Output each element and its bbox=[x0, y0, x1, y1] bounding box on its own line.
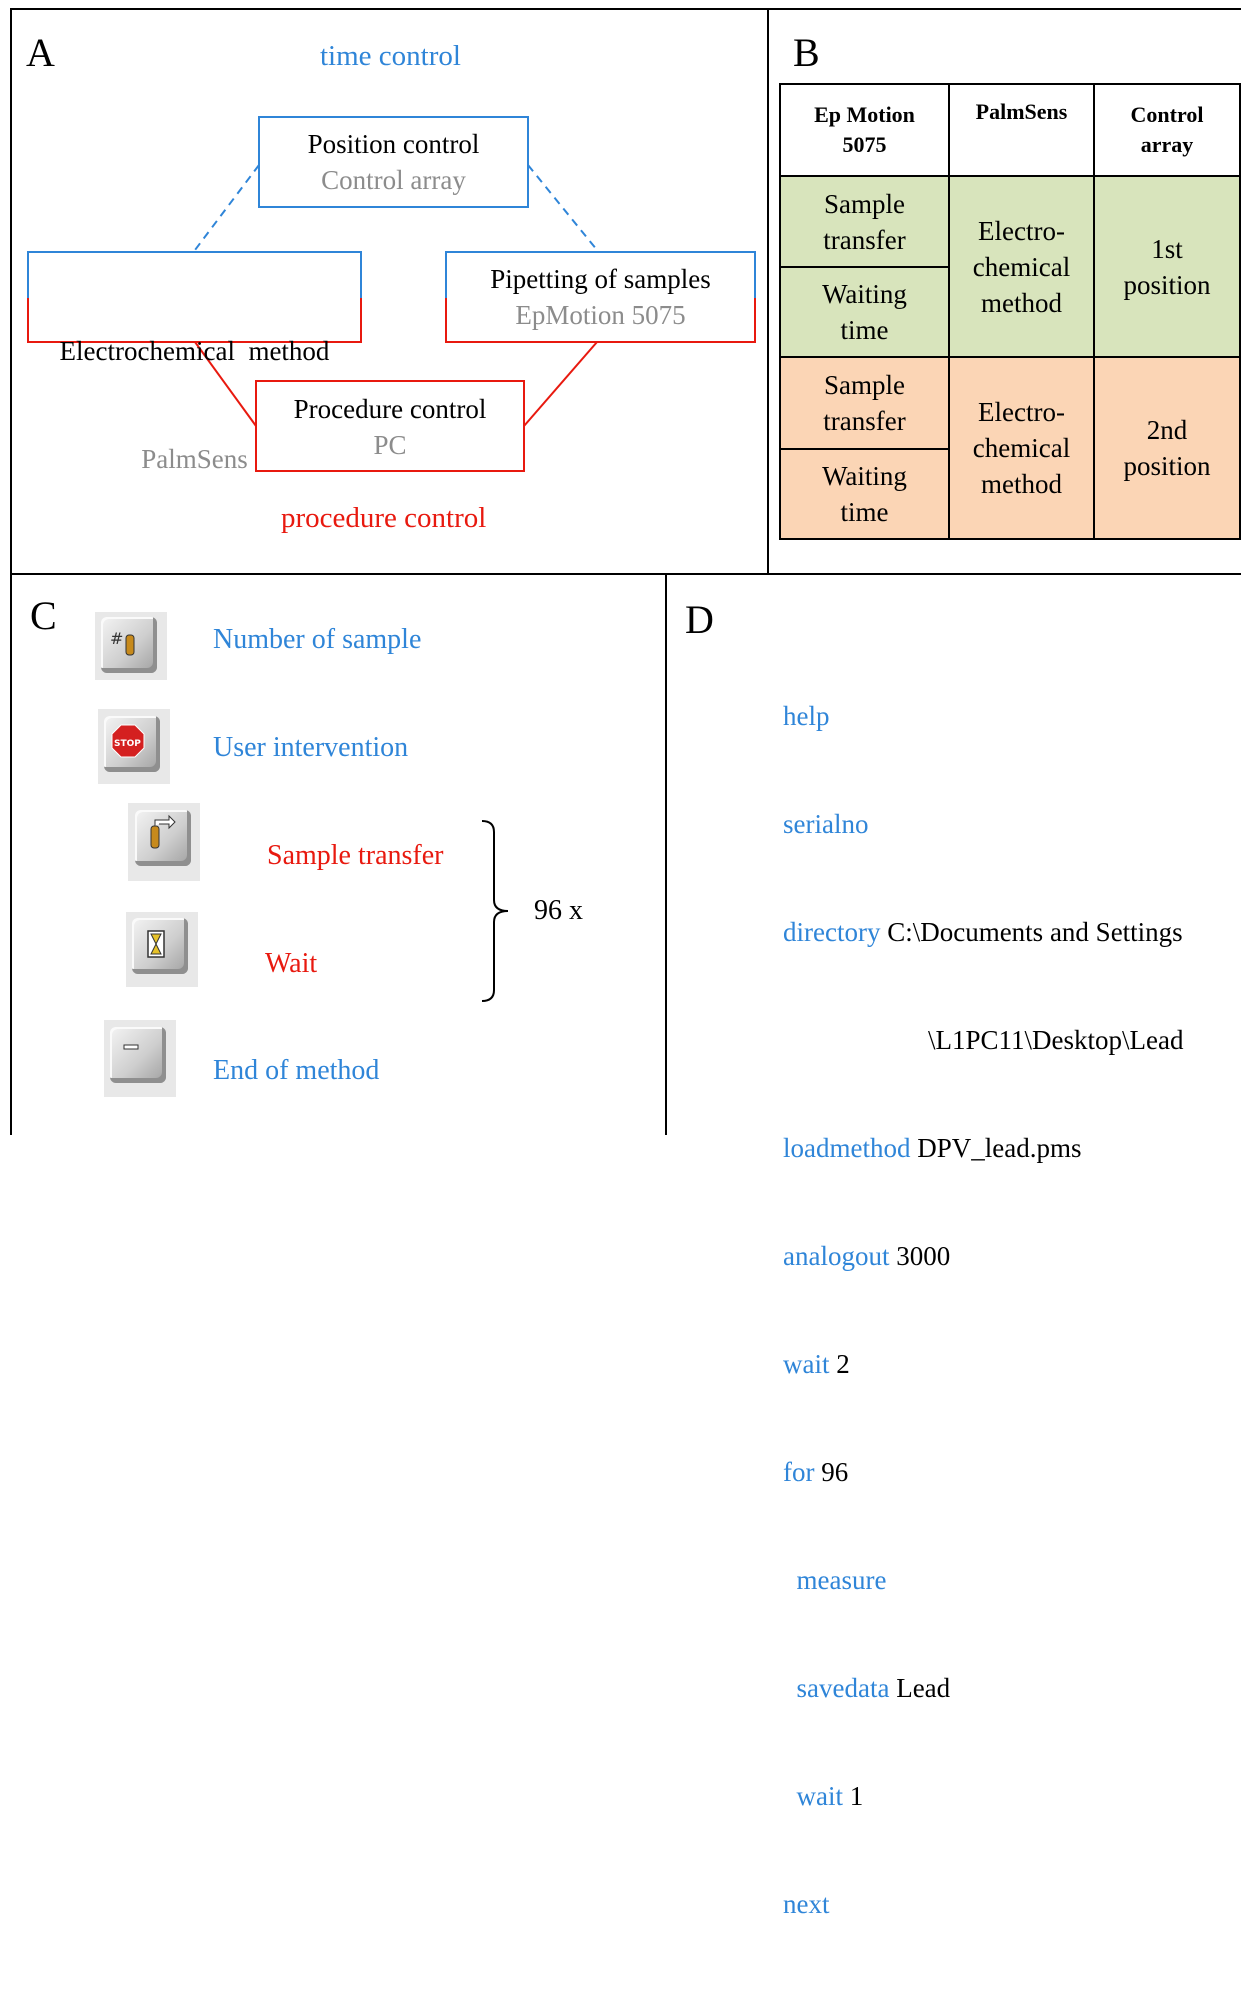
svg-text:STOP: STOP bbox=[114, 739, 141, 749]
script-argument: C:\Documents and Settings bbox=[880, 917, 1183, 947]
procedure-box-outline bbox=[255, 380, 525, 472]
g1-sample-transfer: Sample transfer bbox=[779, 175, 950, 268]
red-connector-right bbox=[523, 341, 598, 427]
script-command: measure bbox=[783, 1565, 887, 1595]
cd-divider bbox=[665, 573, 667, 1135]
script-command: wait bbox=[783, 1781, 844, 1811]
script-argument: Lead bbox=[889, 1673, 951, 1703]
number-of-sample-label: Number of sample bbox=[213, 624, 422, 655]
electro-box-title: Electrochemical method bbox=[59, 336, 330, 366]
script-listing: help serialno directory C:\Documents and… bbox=[783, 626, 1183, 1994]
loop-bracket bbox=[481, 820, 509, 1002]
pipetting-box-title: Pipetting of samples bbox=[490, 264, 711, 294]
position-box-title: Position control bbox=[307, 129, 480, 159]
script-line: directory C:\Documents and Settings bbox=[783, 914, 1183, 950]
script-command: analogout bbox=[783, 1241, 890, 1271]
stop-icon: STOP bbox=[104, 716, 160, 772]
script-command: help bbox=[783, 701, 830, 731]
script-command: loadmethod bbox=[783, 1133, 911, 1163]
script-line: analogout 3000 bbox=[783, 1238, 1183, 1274]
sample-transfer-glyph bbox=[150, 814, 176, 849]
script-line: next bbox=[783, 1886, 1183, 1922]
header-control-array: Control array bbox=[1093, 83, 1241, 177]
script-line: wait 2 bbox=[783, 1346, 1183, 1382]
position-box-outline bbox=[258, 116, 529, 208]
position-control-box: Position control Control array bbox=[259, 126, 528, 198]
g2-method: Electro-chemical method bbox=[948, 356, 1095, 540]
pipetting-box-blue-edge bbox=[445, 251, 756, 298]
svg-text:#: # bbox=[110, 629, 123, 648]
procedure-box-title: Procedure control bbox=[293, 394, 487, 424]
header-ep-motion: Ep Motion 5075 bbox=[779, 83, 950, 177]
ab-divider bbox=[767, 8, 769, 574]
script-command: for bbox=[783, 1457, 815, 1487]
script-line: serialno bbox=[783, 806, 1183, 842]
script-command: wait bbox=[783, 1349, 830, 1379]
script-argument: \L1PC11\Desktop\Lead bbox=[928, 1025, 1184, 1055]
script-argument: 1 bbox=[843, 1781, 864, 1811]
electro-box-subtitle: PalmSens bbox=[141, 444, 248, 474]
wait-label: Wait bbox=[265, 948, 318, 979]
panel-b-letter: B bbox=[793, 30, 820, 75]
end-of-method-label: End of method bbox=[213, 1055, 380, 1086]
electro-box-blue-edge bbox=[27, 251, 362, 298]
procedure-control-label: procedure control bbox=[281, 502, 487, 534]
header-palmsens: PalmSens bbox=[948, 83, 1095, 177]
script-command: next bbox=[783, 1889, 830, 1919]
end-of-method-icon bbox=[110, 1027, 166, 1083]
pipetting-box-red-edge bbox=[445, 298, 756, 343]
script-argument: 2 bbox=[829, 1349, 850, 1379]
script-line: savedata Lead bbox=[783, 1670, 1183, 1706]
panel-d-letter: D bbox=[685, 597, 714, 642]
script-argument: 96 bbox=[814, 1457, 849, 1487]
top-border bbox=[10, 8, 1241, 10]
g2-waiting-time: Waiting time bbox=[779, 448, 950, 540]
sample-transfer-label: Sample transfer bbox=[267, 840, 444, 871]
g2-sample-transfer: Sample transfer bbox=[779, 356, 950, 450]
script-argument: 3000 bbox=[889, 1241, 951, 1271]
sample-transfer-icon bbox=[135, 810, 191, 866]
g1-waiting-time: Waiting time bbox=[779, 266, 950, 358]
position-box-subtitle: Control array bbox=[321, 165, 466, 195]
panel-a-letter: A bbox=[26, 30, 55, 75]
hourglass-icon bbox=[132, 918, 188, 974]
dashed-connector-right bbox=[527, 164, 598, 251]
number-of-sample-icon: # bbox=[101, 617, 157, 673]
number-of-sample-glyph: # bbox=[110, 629, 135, 656]
electro-box-red-edge bbox=[27, 298, 362, 343]
loop-count-label: 96 x bbox=[534, 895, 583, 926]
g2-position: 2nd position bbox=[1093, 356, 1241, 540]
dashed-connector-left bbox=[194, 164, 260, 251]
pipetting-box: Pipetting of samples EpMotion 5075 bbox=[446, 261, 755, 333]
script-line: loadmethod DPV_lead.pms bbox=[783, 1130, 1183, 1166]
procedure-control-box: Procedure control PC bbox=[256, 391, 524, 463]
g1-position: 1st position bbox=[1093, 175, 1241, 358]
script-line: \L1PC11\Desktop\Lead bbox=[783, 1022, 1183, 1058]
script-line: for 96 bbox=[783, 1454, 1183, 1490]
script-command: serialno bbox=[783, 809, 869, 839]
procedure-box-subtitle: PC bbox=[373, 430, 407, 460]
timing-table: Ep Motion 5075 PalmSens Control array Sa… bbox=[779, 83, 1241, 540]
script-argument: DPV_lead.pms bbox=[910, 1133, 1082, 1163]
middle-divider bbox=[10, 573, 1241, 575]
left-border bbox=[10, 8, 12, 1135]
pipetting-box-subtitle: EpMotion 5075 bbox=[515, 300, 686, 330]
red-connector-left bbox=[194, 341, 257, 427]
time-control-label: time control bbox=[320, 40, 461, 72]
script-command: savedata bbox=[783, 1673, 890, 1703]
electrochemical-method-box: Electrochemical method PalmSens bbox=[28, 261, 361, 549]
panel-a-connectors bbox=[27, 116, 756, 472]
script-line: measure bbox=[783, 1562, 1183, 1598]
g1-method: Electro-chemical method bbox=[948, 175, 1095, 358]
panel-c-letter: C bbox=[30, 593, 57, 638]
end-of-method-glyph bbox=[123, 1044, 139, 1050]
stop-sign-glyph: STOP bbox=[111, 724, 145, 758]
script-line: help bbox=[783, 698, 1183, 734]
script-command: directory bbox=[783, 917, 881, 947]
script-line: wait 1 bbox=[783, 1778, 1183, 1814]
user-intervention-label: User intervention bbox=[213, 732, 409, 763]
hourglass-glyph bbox=[147, 930, 165, 958]
